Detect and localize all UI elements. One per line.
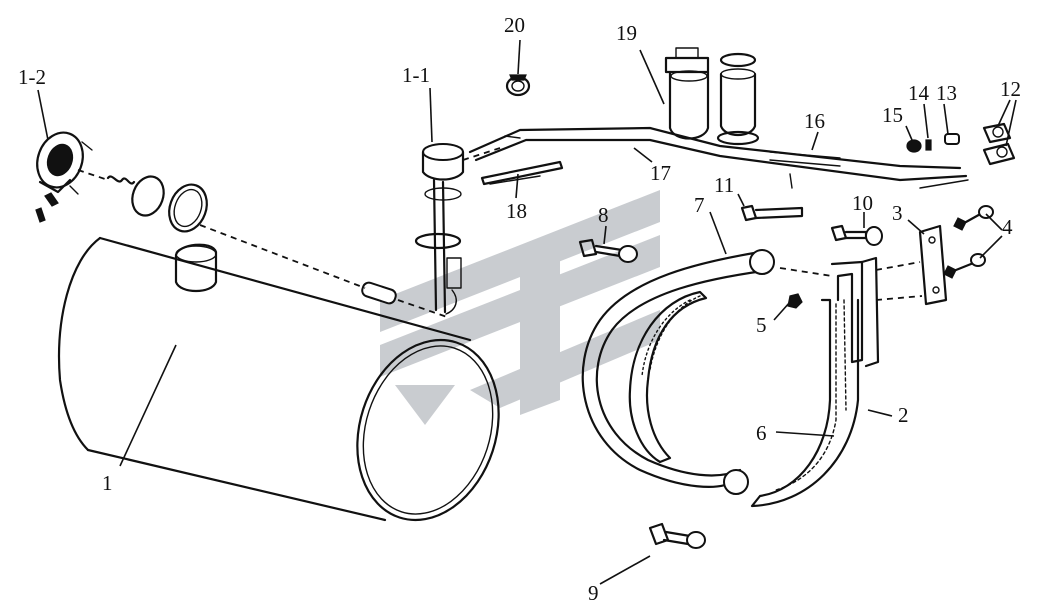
label-8: 8 — [598, 203, 609, 227]
bolt-8 — [578, 238, 638, 263]
fuel-filter — [664, 47, 760, 146]
label-1: 1 — [102, 471, 113, 495]
label-11: 11 — [714, 173, 734, 197]
label-12: 12 — [1000, 77, 1021, 101]
label-9: 9 — [588, 581, 599, 605]
assembly-lines — [779, 261, 923, 301]
label-3: 3 — [892, 201, 903, 225]
plate-bolts — [943, 205, 994, 279]
label-6: 6 — [756, 421, 767, 445]
tank-strap-band — [581, 249, 775, 495]
hose-clamp — [505, 74, 531, 97]
banjo-fittings — [982, 122, 1016, 166]
rubber-pad — [628, 290, 708, 464]
label-20: 20 — [504, 13, 525, 37]
bolt-9 — [648, 522, 706, 549]
mount-plate — [918, 224, 948, 306]
leader-lines — [37, 39, 1017, 585]
label-1-2: 1-2 — [18, 65, 46, 89]
fittings — [906, 133, 960, 153]
label-5: 5 — [756, 313, 767, 337]
label-14: 14 — [908, 81, 930, 105]
label-16: 16 — [804, 109, 825, 133]
label-10: 10 — [852, 191, 873, 215]
label-15: 15 — [882, 103, 903, 127]
label-17: 17 — [650, 161, 671, 185]
fuel-level-sender — [414, 143, 501, 315]
label-18: 18 — [506, 199, 527, 223]
label-2: 2 — [898, 403, 909, 427]
label-19: 19 — [616, 21, 637, 45]
short-bolt — [830, 224, 883, 246]
label-4: 4 — [1002, 215, 1013, 239]
label-1-1: 1-1 — [402, 63, 430, 87]
label-13: 13 — [936, 81, 957, 105]
long-bolt — [740, 204, 804, 222]
line-bracket — [480, 160, 564, 186]
nut-5 — [787, 293, 803, 309]
fuel-lines — [468, 126, 969, 189]
tank-bracket — [750, 256, 880, 508]
label-7: 7 — [694, 193, 705, 217]
part-labels: 1 1-1 1-2 2 3 4 5 6 7 8 9 10 11 12 13 14… — [18, 13, 1021, 605]
fuel-tank — [57, 224, 500, 522]
filler-cap — [35, 131, 208, 233]
